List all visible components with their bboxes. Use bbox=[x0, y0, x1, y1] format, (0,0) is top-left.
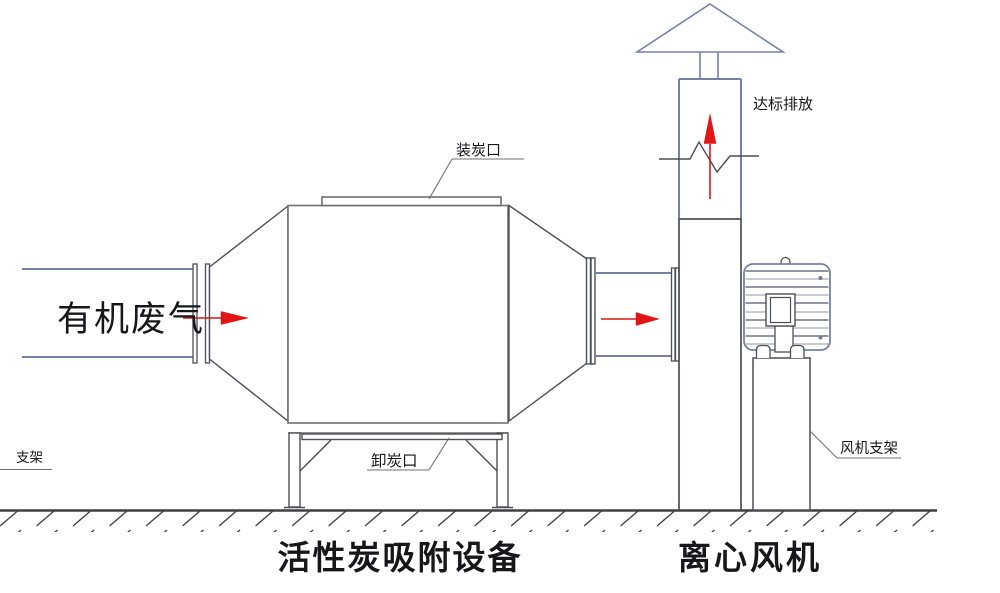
fan-pedestal bbox=[752, 357, 811, 511]
stand-left-leg bbox=[288, 432, 301, 508]
carbon-discharge-tray bbox=[301, 433, 503, 441]
inlet-duct bbox=[22, 267, 193, 359]
flow-arrows bbox=[183, 113, 717, 326]
rain-cap-cone bbox=[634, 3, 786, 53]
motor-bolt-bottom bbox=[818, 335, 823, 340]
break-symbol bbox=[659, 140, 759, 174]
support-stand bbox=[284, 432, 513, 509]
flow-arrow-stack-icon bbox=[703, 113, 717, 199]
leader-top-port bbox=[428, 158, 524, 200]
emission-label: 达标排放 bbox=[753, 96, 813, 113]
outlet-duct bbox=[595, 272, 671, 357]
motor-junction-box-inner bbox=[769, 296, 792, 324]
stack-upper bbox=[678, 78, 742, 219]
stand-left-brace bbox=[299, 439, 332, 472]
flow-arrow-outlet-icon bbox=[601, 312, 660, 326]
leader-lines bbox=[0, 158, 901, 471]
stand-right-brace bbox=[465, 439, 498, 472]
ground bbox=[0, 509, 937, 532]
stack-inlet-flange bbox=[670, 267, 680, 362]
top-port-label: 装炭口 bbox=[456, 142, 501, 159]
adsorber-body bbox=[287, 204, 509, 424]
motor-bolt-top bbox=[818, 276, 823, 280]
stack-lower bbox=[678, 218, 742, 510]
labels-layer: 有机废气 装炭口 卸炭口 达标排放 风机支架 支架 活性炭吸附设备 离心风机 bbox=[16, 96, 898, 577]
inlet-gas-label: 有机废气 bbox=[57, 300, 205, 339]
ground-hatch bbox=[0, 511, 937, 532]
left-support-label: 支架 bbox=[16, 450, 43, 465]
adsorber-caption: 活性炭吸附设备 bbox=[278, 540, 523, 577]
leader-bottom-port bbox=[367, 437, 450, 471]
rain-cap bbox=[634, 3, 786, 79]
outlet-cone bbox=[508, 204, 596, 423]
leader-fan-support bbox=[809, 430, 901, 459]
fan-caption: 离心风机 bbox=[678, 539, 822, 577]
fan-support-label: 风机支架 bbox=[840, 440, 898, 457]
fan-motor bbox=[743, 256, 831, 358]
adsorber-box bbox=[287, 196, 509, 434]
motor-mount-brackets bbox=[755, 344, 805, 358]
stand-right-leg bbox=[496, 432, 509, 508]
flow-arrow-inlet-icon bbox=[183, 311, 249, 325]
carbon-load-port bbox=[321, 196, 502, 207]
bottom-port-label: 卸炭口 bbox=[371, 452, 418, 470]
